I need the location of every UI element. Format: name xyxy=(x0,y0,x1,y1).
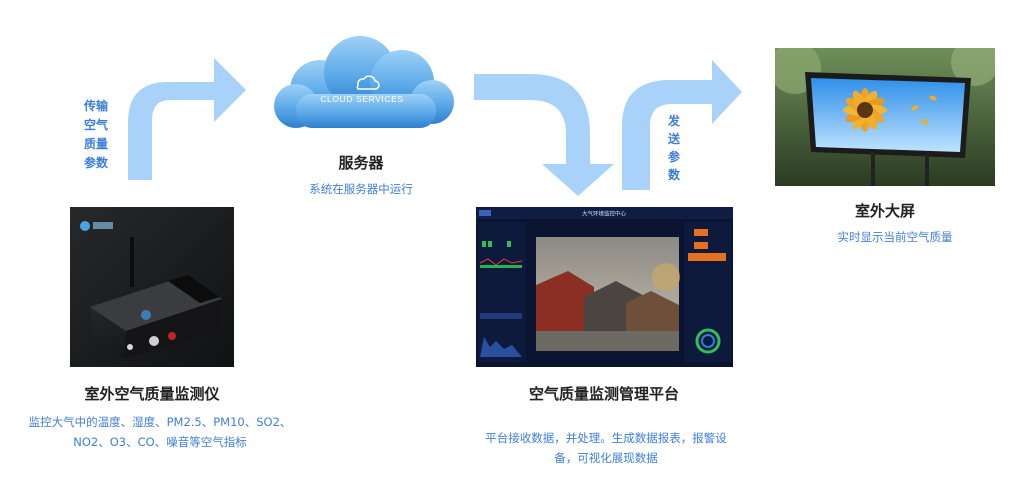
server-desc: 系统在服务器中运行 xyxy=(281,179,441,199)
transmit-char: 量 xyxy=(96,137,108,151)
transmit-char: 质 xyxy=(84,137,96,151)
send-label-text: 发 送 参 数 xyxy=(664,112,684,184)
transmit-char: 参 xyxy=(84,156,96,170)
cloud-services-text: CLOUD SERVICES xyxy=(320,94,403,104)
device-desc: 监控大气中的温度、湿度、PM2.5、PM10、SO2、 NO2、O3、CO、噪音… xyxy=(10,412,310,452)
send-char: 数 xyxy=(664,166,684,184)
billboard-image xyxy=(775,48,995,186)
device-title: 室外空气质量监测仪 xyxy=(62,383,242,404)
cloud-icon: CLOUD SERVICES xyxy=(262,28,462,136)
transmit-label-text: 传输 空气 质量 参数 xyxy=(80,97,112,173)
outdoor-screen-photo xyxy=(775,48,995,186)
arrow-device-to-server xyxy=(128,58,246,180)
transmit-char: 传 xyxy=(84,99,96,113)
transmit-char: 空 xyxy=(84,118,96,132)
dashboard-title: 大气环境监控中心 xyxy=(582,210,627,218)
platform-desc-line: 平台接收数据，并处理。生成数据报表，报警设 xyxy=(456,428,756,448)
transmit-char: 气 xyxy=(96,118,108,132)
device-photo xyxy=(70,207,234,367)
transmit-char: 输 xyxy=(96,99,108,113)
device-desc-line: 监控大气中的温度、湿度、PM2.5、PM10、SO2、 xyxy=(10,412,310,432)
platform-screenshot: 大气环境监控中心 xyxy=(476,207,733,367)
platform-title: 空气质量监测管理平台 xyxy=(504,383,704,404)
send-char: 发 xyxy=(664,112,684,130)
arrow-server-to-platform xyxy=(474,74,614,196)
screen-title: 室外大屏 xyxy=(835,200,935,221)
platform-desc-line: 备，可视化展现数据 xyxy=(456,448,756,468)
send-char: 送 xyxy=(664,130,684,148)
send-char: 参 xyxy=(664,148,684,166)
transmit-char: 数 xyxy=(96,156,108,170)
monitor-device-image xyxy=(70,207,234,367)
device-desc-line: NO2、O3、CO、噪音等空气指标 xyxy=(10,432,310,452)
screen-desc: 实时显示当前空气质量 xyxy=(815,227,975,247)
dashboard-image: 大气环境监控中心 xyxy=(476,207,733,367)
platform-desc: 平台接收数据，并处理。生成数据报表，报警设 备，可视化展现数据 xyxy=(456,428,756,468)
server-title: 服务器 xyxy=(311,152,411,173)
